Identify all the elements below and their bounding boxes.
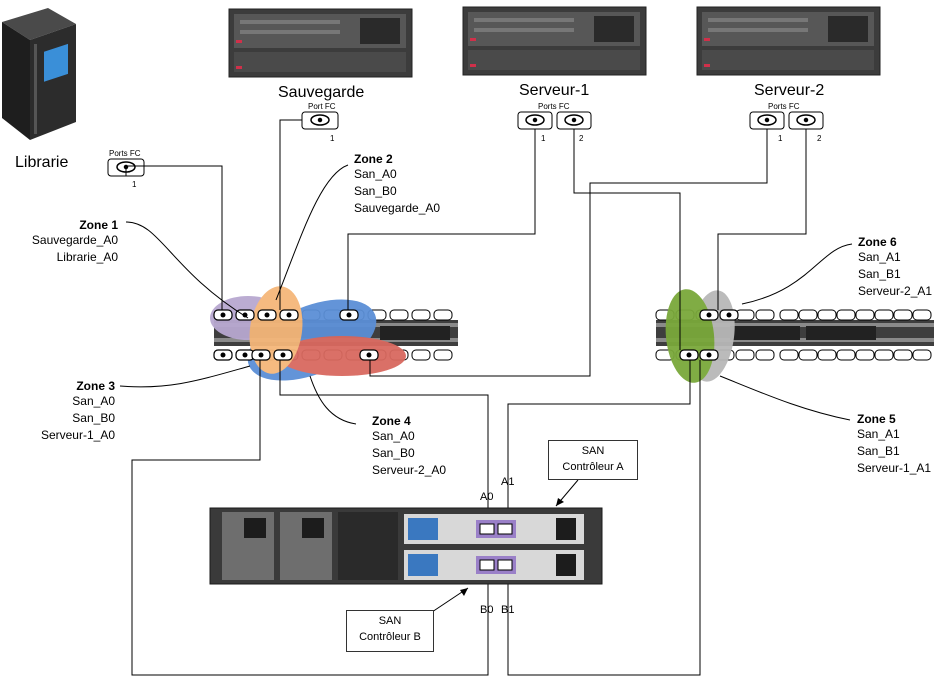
switch-port-icon bbox=[893, 349, 913, 361]
server2-fc-label: Ports FC bbox=[768, 102, 800, 111]
switch-port-icon bbox=[779, 309, 799, 321]
switch-port-icon bbox=[912, 309, 932, 321]
server2-icon bbox=[696, 6, 881, 76]
switch-port-icon bbox=[433, 349, 453, 361]
san-storage-icon bbox=[209, 507, 603, 585]
server1-label: Serveur-1 bbox=[519, 82, 590, 99]
zone-4-label: Zone 4 San_A0 San_B0 Serveur-2_A0 bbox=[372, 414, 447, 477]
server1-fc-label: Ports FC bbox=[538, 102, 570, 111]
backup-server-icon bbox=[228, 8, 413, 78]
zone-1-label: Zone 1 Sauvegarde_A0 Librarie_A0 bbox=[31, 218, 118, 264]
library-label: Librarie bbox=[15, 154, 69, 171]
switch-port-icon bbox=[836, 309, 856, 321]
tape-library-icon bbox=[2, 8, 76, 140]
switch-port-icon bbox=[874, 309, 894, 321]
switch-port-icon bbox=[389, 309, 409, 321]
fc-cables bbox=[119, 119, 853, 676]
switch-port-icon bbox=[735, 349, 755, 361]
server1-fc-port-1-num: 1 bbox=[541, 134, 546, 143]
switch-port-icon bbox=[779, 349, 799, 361]
zone-6-label: Zone 6 San_A1 San_B1 Serveur-2_A1 bbox=[858, 235, 933, 298]
controller-b-callout: SAN Contrôleur B bbox=[346, 610, 434, 652]
switch-port-icon bbox=[411, 309, 431, 321]
switch-port-icon bbox=[893, 309, 913, 321]
switch-port-icon bbox=[855, 349, 875, 361]
server1-fc-port-2-num: 2 bbox=[579, 134, 584, 143]
san-port-a1-label: A1 bbox=[501, 476, 515, 488]
backup-fc-port-num: 1 bbox=[330, 134, 335, 143]
server2-fc-port-2-num: 2 bbox=[817, 134, 822, 143]
zone-5-label: Zone 5 San_A1 San_B1 Serveur-1_A1 bbox=[857, 412, 932, 475]
switch-port-icon bbox=[433, 309, 453, 321]
backup-label: Sauvegarde bbox=[278, 84, 365, 101]
switch-port-icon bbox=[817, 349, 837, 361]
switch-port-icon bbox=[755, 309, 775, 321]
switch-port-icon bbox=[798, 309, 818, 321]
zone-2-label: Zone 2 San_A0 San_B0 Sauvegarde_A0 bbox=[354, 152, 441, 215]
switch-port-icon bbox=[912, 349, 932, 361]
switch-port-icon bbox=[755, 349, 775, 361]
zone-3-label: Zone 3 San_A0 San_B0 Serveur-1_A0 bbox=[40, 379, 115, 442]
switch-port-icon bbox=[817, 309, 837, 321]
server2-label: Serveur-2 bbox=[754, 82, 825, 99]
switch-port-icon bbox=[798, 349, 818, 361]
server1-icon bbox=[462, 6, 647, 76]
library-fc-port-num: 1 bbox=[132, 180, 137, 189]
server2-fc-port-1-num: 1 bbox=[778, 134, 783, 143]
switch-port-icon bbox=[735, 309, 755, 321]
san-port-b1-label: B1 bbox=[501, 604, 515, 616]
switch-port-icon bbox=[855, 309, 875, 321]
san-port-a0-label: A0 bbox=[480, 491, 494, 503]
switch-port-icon bbox=[411, 349, 431, 361]
backup-fc-label: Port FC bbox=[308, 102, 336, 111]
switch-port-icon bbox=[874, 349, 894, 361]
controller-a-callout: SAN Contrôleur A bbox=[548, 440, 638, 480]
san-port-b0-label: B0 bbox=[480, 604, 494, 616]
switch-port-icon bbox=[836, 349, 856, 361]
library-fc-label: Ports FC bbox=[109, 149, 141, 158]
zone-4-ellipse bbox=[278, 336, 406, 376]
